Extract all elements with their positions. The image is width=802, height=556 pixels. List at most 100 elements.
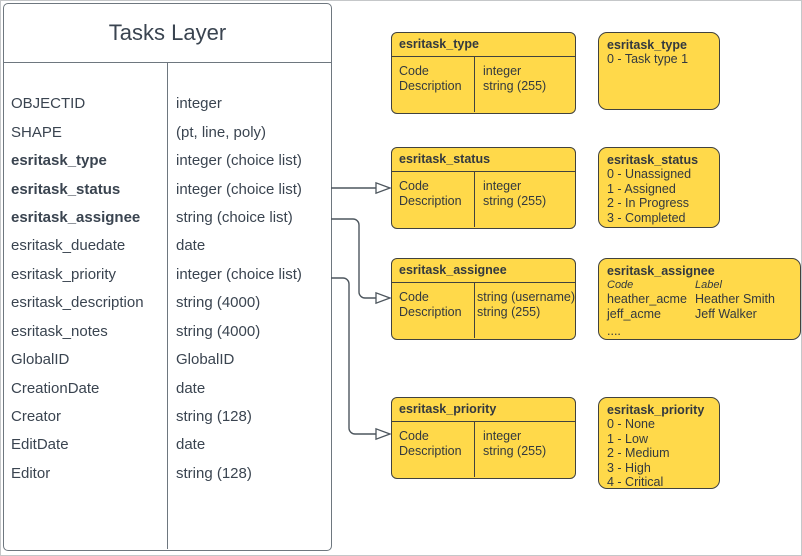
- column-divider: [167, 62, 168, 549]
- assignee-code-header: Code: [607, 279, 634, 292]
- value-item: 4 - Critical: [607, 475, 664, 490]
- domain-field-type: string (255): [483, 79, 547, 93]
- field-type: string (128): [176, 408, 252, 426]
- domain-table-esritask-type: esritask_type Code Description integer s…: [391, 32, 576, 114]
- field-name: Creator: [11, 408, 62, 426]
- value-list-esritask-status: esritask_status 0 - Unassigned 1 - Assig…: [598, 147, 720, 228]
- domain-table-title: esritask_type: [392, 33, 575, 57]
- arrowhead-status-icon: [375, 181, 392, 195]
- field-name: OBJECTID: [11, 95, 86, 113]
- value-list-title: esritask_status: [607, 153, 699, 167]
- field-row: GlobalID GlobalID: [4, 345, 331, 373]
- field-row: OBJECTID integer: [4, 90, 331, 118]
- domain-table-esritask-assignee: esritask_assignee Code Description strin…: [391, 258, 576, 340]
- field-row: esritask_status integer (choice list): [4, 175, 331, 203]
- field-row: esritask_assignee string (choice list): [4, 203, 331, 231]
- domain-field: Code: [399, 289, 429, 304]
- value-item: 2 - Medium: [607, 446, 670, 461]
- assignee-more-indicator: ....: [607, 324, 621, 338]
- tasks-layer-box: Tasks Layer OBJECTID integer SHAPE (pt, …: [3, 3, 332, 551]
- field-type: string (choice list): [176, 208, 293, 226]
- domain-field-type: string (255): [477, 305, 541, 319]
- field-name: esritask_duedate: [11, 237, 126, 255]
- field-type: date: [176, 436, 206, 454]
- field-name: esritask_priority: [11, 265, 117, 283]
- arrowhead-priority-icon: [375, 427, 392, 441]
- value-item: 2 - In Progress: [607, 196, 689, 211]
- value-item: 0 - None: [607, 417, 655, 432]
- field-type: (pt, line, poly): [176, 123, 267, 141]
- domain-field: Code: [399, 178, 429, 193]
- domain-table-title: esritask_status: [392, 148, 575, 172]
- field-row: SHAPE (pt, line, poly): [4, 118, 331, 146]
- field-type: string (4000): [176, 294, 261, 312]
- field-row: EditDate date: [4, 431, 331, 459]
- domain-field-type: integer: [483, 63, 522, 78]
- domain-column-divider: [474, 282, 476, 338]
- domain-field: Code: [399, 428, 429, 443]
- value-list-title: esritask_type: [607, 38, 687, 52]
- value-item: 0 - Unassigned: [607, 167, 692, 182]
- domain-field: Description: [399, 305, 462, 319]
- field-row: esritask_type integer (choice list): [4, 146, 331, 174]
- value-list-esritask-priority: esritask_priority 0 - None 1 - Low 2 - M…: [598, 397, 720, 489]
- domain-field-type: integer: [483, 428, 522, 443]
- value-list-esritask-type: esritask_type 0 - Task type 1: [598, 32, 720, 110]
- field-type: date: [176, 237, 206, 255]
- domain-column-divider: [474, 171, 476, 227]
- field-name: EditDate: [11, 436, 69, 454]
- domain-field-type: string (255): [483, 194, 547, 208]
- domain-table-esritask-priority: esritask_priority Code Description integ…: [391, 397, 576, 479]
- connector-priority: [331, 277, 376, 435]
- field-name: CreationDate: [11, 379, 100, 397]
- domain-column-divider: [474, 421, 476, 477]
- field-row: esritask_priority integer (choice list): [4, 260, 331, 288]
- assignee-label: Jeff Walker: [695, 307, 757, 322]
- assignee-code: jeff_acme: [607, 307, 661, 322]
- field-row: esritask_description string (4000): [4, 289, 331, 317]
- tasks-layer-title: Tasks Layer: [4, 4, 331, 63]
- domain-table-esritask-status: esritask_status Code Description integer…: [391, 147, 576, 229]
- field-name: esritask_status: [11, 180, 121, 198]
- field-type: string (128): [176, 464, 252, 482]
- domain-field-type: string (255): [483, 444, 547, 458]
- field-name: esritask_description: [11, 294, 144, 312]
- domain-table-title: esritask_assignee: [392, 259, 575, 283]
- domain-table-title: esritask_priority: [392, 398, 575, 422]
- arrowhead-assignee-icon: [375, 291, 392, 305]
- domain-field-type: string (username): [477, 289, 575, 304]
- field-name: esritask_type: [11, 152, 107, 170]
- field-row: CreationDate date: [4, 374, 331, 402]
- domain-field: Description: [399, 194, 462, 208]
- field-row: esritask_duedate date: [4, 232, 331, 260]
- value-item: 0 - Task type 1: [607, 52, 689, 67]
- field-type: date: [176, 379, 206, 397]
- field-row: Creator string (128): [4, 402, 331, 430]
- domain-field: Description: [399, 79, 462, 93]
- value-item: 3 - High: [607, 460, 651, 475]
- assignee-label: Heather Smith: [695, 292, 775, 307]
- domain-column-divider: [474, 56, 476, 112]
- assignee-code: heather_acme: [607, 292, 687, 307]
- field-type: GlobalID: [176, 351, 235, 369]
- value-item: 1 - Assigned: [607, 181, 676, 196]
- field-row: esritask_notes string (4000): [4, 317, 331, 345]
- field-type: string (4000): [176, 322, 261, 340]
- domain-field-type: integer: [483, 178, 522, 193]
- value-list-esritask-assignee: esritask_assignee Code Label heather_acm…: [598, 258, 801, 340]
- value-item: 3 - Completed: [607, 210, 686, 225]
- field-name: GlobalID: [11, 351, 70, 369]
- field-type: integer: [176, 95, 222, 113]
- value-item: 1 - Low: [607, 431, 648, 446]
- value-list-title: esritask_priority: [607, 403, 705, 417]
- field-type: integer (choice list): [176, 180, 302, 198]
- value-list-title: esritask_assignee: [607, 264, 715, 278]
- field-name: SHAPE: [11, 123, 62, 141]
- field-row: Editor string (128): [4, 459, 331, 487]
- connector-assignee: [331, 218, 376, 299]
- field-name: esritask_notes: [11, 322, 108, 340]
- field-name: Editor: [11, 464, 51, 482]
- field-name: esritask_assignee: [11, 208, 141, 226]
- field-type: integer (choice list): [176, 152, 302, 170]
